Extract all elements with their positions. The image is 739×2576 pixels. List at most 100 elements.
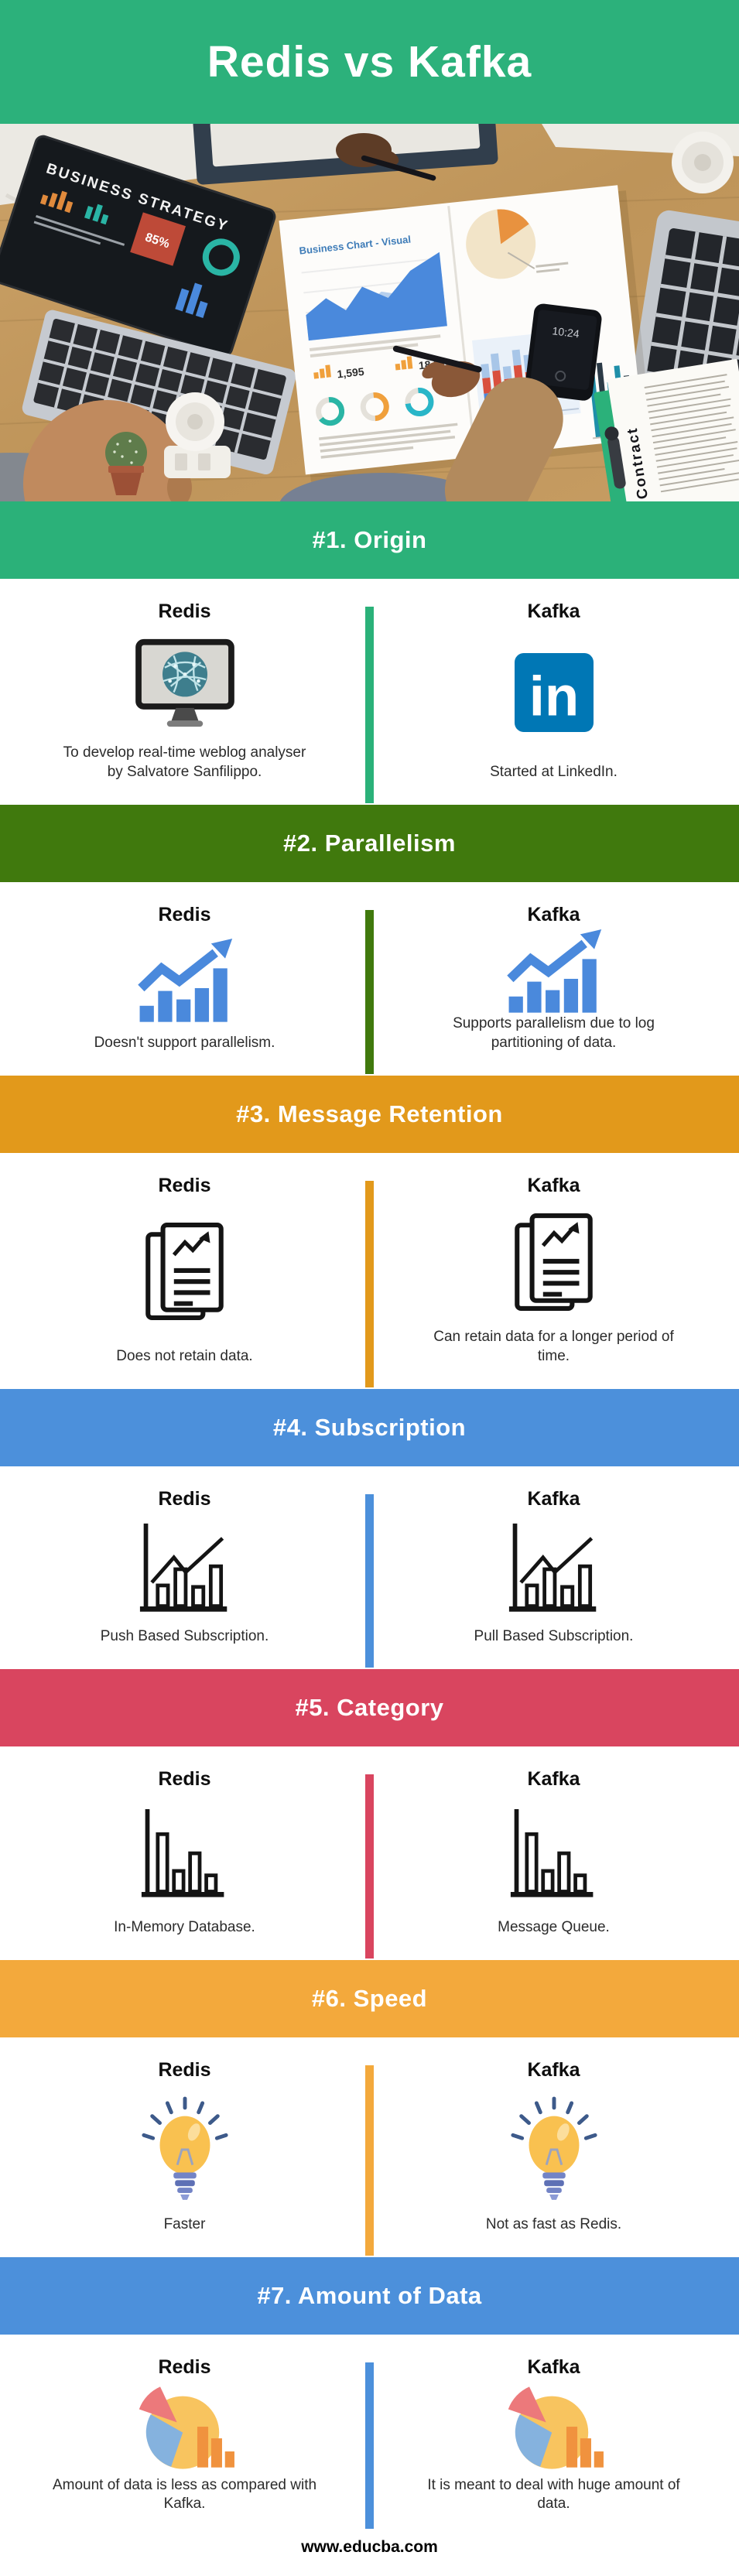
kafka-label: Kafka [527, 2059, 580, 2081]
kafka-label: Kafka [527, 904, 580, 925]
redis-label: Redis [158, 904, 211, 925]
kafka-description: Not as fast as Redis. [485, 2215, 622, 2232]
section-band: #1. Origin [0, 501, 739, 579]
section-divider [365, 1774, 374, 1959]
redis-description: Does not retain data. [116, 1347, 253, 1364]
section-category: #5. Category Redis In-Memory Database. K… [0, 1669, 739, 1960]
redis-label: Redis [158, 1488, 211, 1510]
kafka-description: Supports parallelism due to log partitio… [453, 1015, 655, 1051]
page-title: Redis vs Kafka [207, 37, 532, 87]
section-message-retention: #3. Message Retention Redis Does not ret… [0, 1076, 739, 1389]
workspace-photo: BUSINESS STRATEGY 85% [0, 124, 739, 501]
redis-label: Redis [158, 2059, 211, 2081]
growth-bar-chart-icon [136, 926, 234, 1034]
section-band: #2. Parallelism [0, 805, 739, 882]
donut-gauges [316, 388, 434, 426]
redis-label: Redis [158, 1768, 211, 1790]
redis-column: Redis Does not retain data. [0, 1153, 369, 1389]
redis-description: Faster [163, 2215, 206, 2232]
left-laptop-screen: BUSINESS STRATEGY 85% [0, 135, 276, 357]
site-url: www.educba.com [301, 2538, 438, 2556]
kafka-description: Message Queue. [498, 1918, 610, 1935]
redis-column: Redis Amount of data is less as compared… [0, 2335, 369, 2530]
redis-column: Redis In-Memory Database. [0, 1746, 369, 1960]
redis-label: Redis [158, 600, 211, 622]
redis-description: In-Memory Database. [114, 1918, 255, 1935]
hand-with-pen [431, 361, 481, 398]
hand-top [336, 133, 392, 167]
section-title: #4. Subscription [272, 1414, 467, 1441]
section-title: #5. Category [295, 1694, 444, 1721]
section-divider [365, 1494, 374, 1668]
monitor-globe-icon [134, 623, 236, 744]
lap [279, 473, 487, 501]
section-band: #4. Subscription [0, 1389, 739, 1466]
page-header: Redis vs Kafka [0, 0, 739, 124]
kafka-label: Kafka [527, 1488, 580, 1510]
pie-bar-chart-icon [502, 2379, 606, 2476]
pen [392, 345, 482, 373]
paper-metric-1: 1,595 [337, 365, 365, 381]
section-speed: #6. Speed Redis Faster Kafka Not as fast… [0, 1960, 739, 2257]
section-origin: #1. Origin Redis To develop real-time we… [0, 501, 739, 805]
section-divider [365, 607, 374, 803]
section-parallelism: #2. Parallelism Redis Doesn't support pa… [0, 805, 739, 1076]
kafka-label: Kafka [527, 1175, 580, 1196]
descending-bar-chart-icon [140, 1791, 230, 1918]
section-band: #3. Message Retention [0, 1076, 739, 1153]
phone-time: 10:24 [552, 324, 580, 340]
lightbulb-icon [138, 2082, 232, 2215]
section-amount-of-data: #7. Amount of Data Redis Amount of data … [0, 2257, 739, 2530]
section-title: #3. Message Retention [236, 1100, 503, 1127]
kafka-label: Kafka [527, 2356, 580, 2378]
kafka-label: Kafka [527, 1768, 580, 1790]
area-chart [306, 251, 447, 341]
coffee-cup-top [672, 132, 734, 193]
kafka-column: Kafka Can retain data for a longer perio… [369, 1153, 738, 1389]
bar-line-chart-icon [508, 1510, 600, 1627]
redis-description: Push Based Subscription. [100, 1627, 269, 1644]
pen-top [361, 155, 436, 181]
kafka-column: Kafka Started at LinkedIn. [369, 579, 738, 805]
kafka-column: Kafka It is meant to deal with huge amou… [369, 2335, 738, 2530]
kafka-description: Pull Based Subscription. [474, 1627, 634, 1644]
kafka-column: Kafka Message Queue. [369, 1746, 738, 1960]
kafka-column: Kafka Pull Based Subscription. [369, 1466, 738, 1669]
redis-description: Doesn't support parallelism. [94, 1034, 275, 1051]
section-title: #6. Speed [311, 1985, 428, 2012]
redis-column: Redis Faster [0, 2037, 369, 2257]
kafka-column: Kafka Supports parallelism due to log pa… [369, 882, 738, 1076]
document-chart-icon [513, 1197, 595, 1328]
redis-column: Redis Push Based Subscription. [0, 1466, 369, 1669]
document-chart-icon [144, 1197, 226, 1347]
descending-bar-chart-icon [509, 1791, 599, 1918]
redis-description: To develop real-time weblog analyser by … [63, 744, 306, 780]
section-title: #1. Origin [312, 526, 427, 553]
pie-bar-chart-icon [133, 2379, 237, 2476]
section-band: #6. Speed [0, 1960, 739, 2037]
kafka-description: It is meant to deal with huge amount of … [427, 2477, 680, 2513]
smartphone: 10:24 [525, 303, 602, 401]
section-divider [365, 2362, 374, 2529]
redis-label: Redis [158, 2356, 211, 2378]
kafka-column: Kafka Not as fast as Redis. [369, 2037, 738, 2257]
bar-line-chart-icon [139, 1510, 231, 1627]
contract-paper: Contract [594, 358, 739, 501]
kafka-description: Started at LinkedIn. [490, 763, 618, 780]
section-title: #7. Amount of Data [257, 2282, 482, 2309]
section-divider [365, 1181, 374, 1387]
pie-chart-paper [466, 209, 569, 279]
lightbulb-icon [507, 2082, 601, 2215]
cactus-plant [105, 432, 147, 495]
growth-bar-chart-icon [505, 926, 603, 1014]
section-subscription: #4. Subscription Redis Push Based Subscr… [0, 1389, 739, 1669]
kafka-description: Can retain data for a longer period of t… [433, 1329, 674, 1364]
arm-sleeve [444, 377, 563, 501]
section-divider [365, 2065, 374, 2256]
page-footer: www.educba.com [0, 2530, 739, 2576]
linkedin-icon [515, 623, 594, 763]
section-band: #5. Category [0, 1669, 739, 1746]
section-band: #7. Amount of Data [0, 2257, 739, 2335]
redis-description: Amount of data is less as compared with … [52, 2477, 317, 2513]
